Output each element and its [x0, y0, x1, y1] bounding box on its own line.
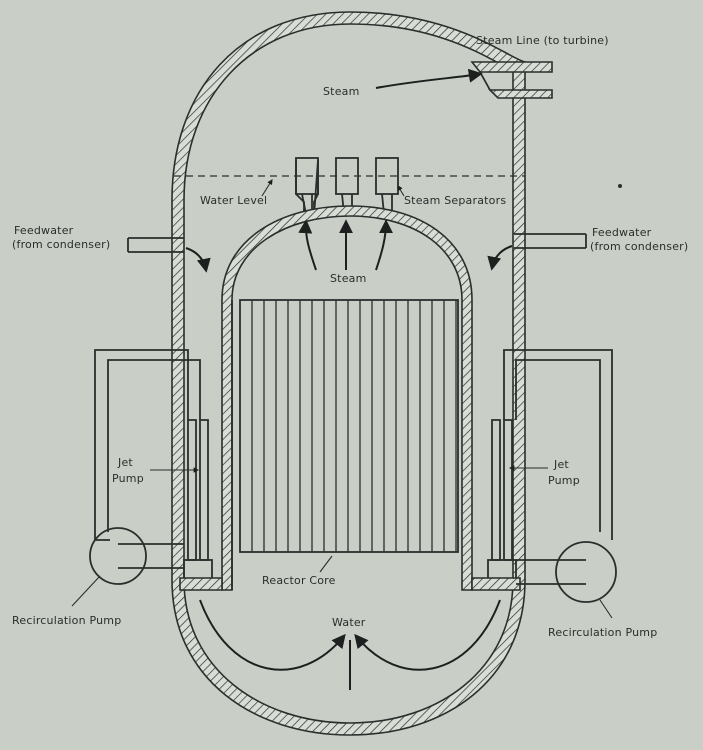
label-steam-top: Steam	[323, 85, 360, 98]
recirc-left-leader	[71, 575, 101, 607]
label-water: Water	[332, 616, 366, 629]
feedwater-inlet-right	[514, 233, 587, 249]
label-reactor-core: Reactor Core	[262, 574, 336, 587]
label-feedwater-right-sub: (from condenser)	[590, 240, 688, 253]
steam-separators-leader	[397, 185, 405, 197]
label-jet-pump-left-sub: Pump	[112, 472, 144, 485]
label-feedwater-right: Feedwater	[592, 226, 652, 239]
recirculation-loop-right	[503, 349, 617, 603]
water-level-leader	[261, 179, 273, 197]
label-steam-line: Steam Line (to turbine)	[476, 34, 609, 47]
label-feedwater-left-sub: (from condenser)	[12, 238, 110, 251]
dot-mark	[618, 184, 622, 188]
label-jet-pump-left: Jet	[117, 456, 133, 469]
label-recirc-right: Recirculation Pump	[548, 626, 657, 639]
reactor-core	[239, 299, 459, 553]
label-jet-pump-right-sub: Pump	[548, 474, 580, 487]
reactor-core-leader	[319, 555, 333, 573]
label-feedwater-left: Feedwater	[14, 224, 74, 237]
water-arrow-right	[354, 599, 501, 671]
reactor-core-rods	[251, 300, 457, 552]
feedwater-inlet-left	[127, 237, 184, 253]
steam-arrow-left	[298, 219, 317, 271]
jet-pump-right	[471, 419, 521, 591]
recirculation-loop-left	[89, 349, 201, 585]
recirc-right-leader	[599, 599, 613, 619]
label-steam-separators: Steam Separators	[404, 194, 506, 207]
steam-line-pipe	[470, 61, 553, 73]
label-jet-pump-right: Jet	[553, 458, 569, 471]
steam-line-pipe-lower	[488, 89, 553, 99]
feedwater-arrow-left	[185, 247, 211, 273]
water-arrow-left	[199, 599, 346, 671]
steam-arrow-top	[375, 68, 483, 89]
steam-line-wall	[479, 71, 491, 91]
label-recirc-left: Recirculation Pump	[12, 614, 121, 627]
core-shroud	[221, 205, 473, 591]
label-water-level: Water Level	[200, 194, 267, 207]
jet-pump-left	[179, 419, 223, 591]
label-steam-core: Steam	[330, 272, 367, 285]
feedwater-arrow-right	[487, 245, 513, 271]
steam-arrow-right	[375, 219, 393, 271]
